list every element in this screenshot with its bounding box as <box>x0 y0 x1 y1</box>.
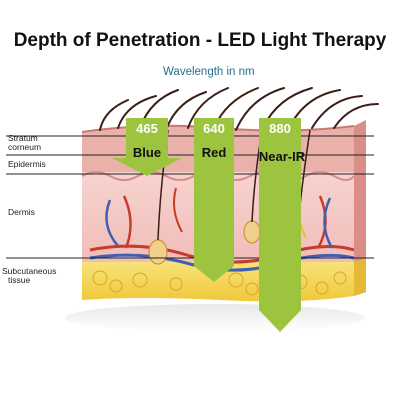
arrow-blue-wavelength: 465 <box>136 121 158 136</box>
artery-branch <box>173 187 183 233</box>
layer-label-line: corneum <box>8 142 42 152</box>
layer-label-line: Subcutaneous <box>2 266 57 276</box>
layer-label-stratum-corneum: Stratum corneum <box>8 134 41 152</box>
reflection <box>65 304 365 332</box>
layer-divider-lines <box>6 135 374 259</box>
page-title: Depth of Penetration - LED Light Therapy <box>13 30 387 51</box>
arrow-red-shape <box>194 118 234 282</box>
layer-label-line: Epidermis <box>8 159 46 169</box>
arrow-near-ir-wavelength: 880 <box>269 121 291 136</box>
layer-label-line: Dermis <box>8 207 35 217</box>
wavelength-subtitle: Wavelength in nm <box>163 66 255 78</box>
layer-label-line: Stratum <box>8 133 38 143</box>
arrow-red: 640 Red <box>194 118 234 282</box>
vein-branch <box>323 197 334 249</box>
vein <box>89 253 355 272</box>
arrow-near-ir: 880 Near-IR <box>259 118 306 332</box>
vein-branch <box>105 199 119 247</box>
layer-label-line: tissue <box>8 275 31 285</box>
layer-label-dermis: Dermis <box>8 208 35 217</box>
arrow-near-ir-name: Near-IR <box>259 149 306 164</box>
arrow-near-ir-shape <box>259 118 301 332</box>
arrow-blue-name: Blue <box>133 145 161 160</box>
fat-side-face <box>354 258 366 296</box>
layer-label-epidermis: Epidermis <box>8 160 46 169</box>
layer-label-subcutaneous: Subcutaneous tissue <box>2 267 56 285</box>
fat-cells <box>92 270 347 296</box>
skin-side-face <box>354 120 366 296</box>
arrow-blue: 465 Blue <box>112 118 182 176</box>
arrow-red-wavelength: 640 <box>203 121 225 136</box>
artery-branch <box>122 195 132 249</box>
arrow-red-name: Red <box>202 145 227 160</box>
arrow-blue-shape <box>112 118 182 176</box>
